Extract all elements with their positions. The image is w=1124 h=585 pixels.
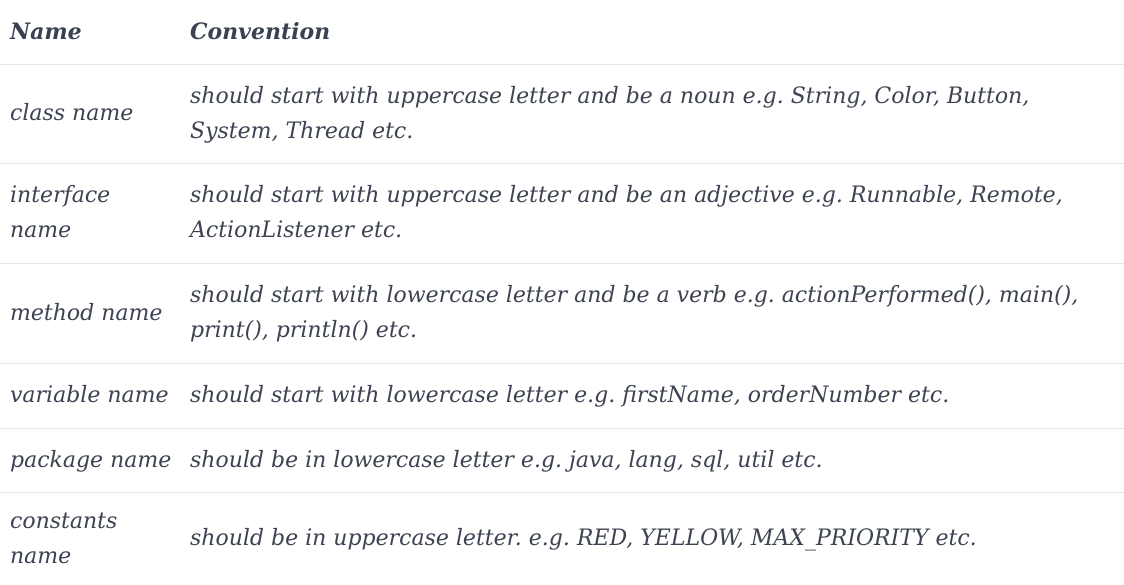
table-header: Name Convention [0,0,1124,64]
table-row: package name should be in lowercase lett… [0,427,1124,492]
table-row: constants name should be in uppercase le… [0,491,1124,585]
row-convention-cell: should be in uppercase letter. e.g. RED,… [180,491,1124,585]
row-name-cell: interface name [0,162,180,263]
row-name-cell: variable name [0,362,180,428]
row-convention-cell: should be in lowercase letter e.g. java,… [180,427,1124,492]
row-name-cell: constants name [0,491,180,585]
row-name-cell: package name [0,427,180,492]
row-name-cell: class name [0,63,180,163]
row-name-cell: method name [0,262,180,363]
header-name: Name [10,18,82,45]
row-convention-cell: should start with uppercase letter and b… [180,63,1124,163]
table-body: class name should start with uppercase l… [0,63,1124,585]
table-row: interface name should start with upperca… [0,162,1124,263]
table-row: class name should start with uppercase l… [0,63,1124,163]
header-row: Name Convention [0,0,1124,64]
row-convention-cell: should start with uppercase letter and b… [180,162,1124,263]
header-convention: Convention [190,18,331,45]
table-row: method name should start with lowercase … [0,262,1124,363]
row-convention-cell: should start with lowercase letter and b… [180,262,1124,363]
row-convention-cell: should start with lowercase letter e.g. … [180,362,1124,428]
table-row: variable name should start with lowercas… [0,362,1124,428]
